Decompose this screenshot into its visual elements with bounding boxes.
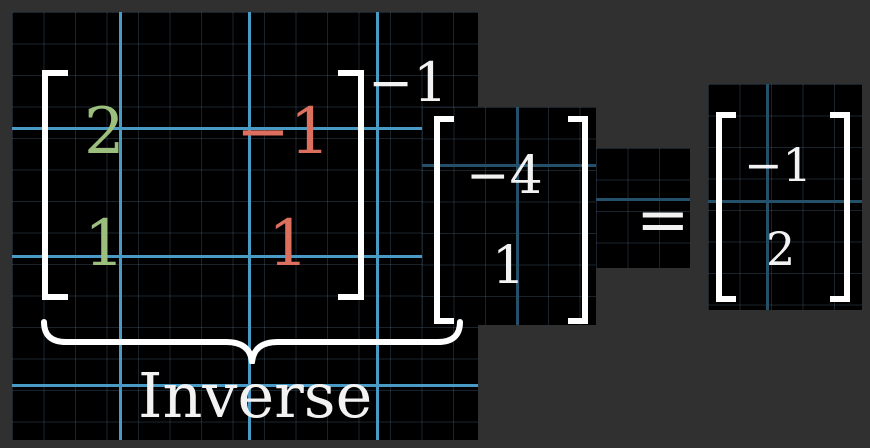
result-vector-left-bracket (716, 112, 736, 302)
grid-line (12, 255, 478, 258)
grid-line (119, 12, 122, 440)
grid-line (376, 12, 379, 440)
grid-line (596, 198, 690, 201)
matrix-entry-a12: −1 (236, 95, 331, 169)
input-vector-bottom: 1 (492, 236, 526, 296)
input-vector-left-bracket (434, 116, 454, 324)
result-vector-right-bracket (830, 112, 850, 302)
grid-line (422, 164, 596, 167)
result-vector-panel (708, 84, 862, 310)
grid-line (12, 384, 478, 387)
grid-line (248, 12, 251, 440)
grid-line (12, 127, 478, 130)
inverse-label: Inverse (138, 359, 373, 432)
matrix-entry-a22: 1 (268, 207, 309, 281)
grid-line (516, 107, 519, 325)
inverse-exponent: −1 (368, 51, 448, 114)
matrix-right-bracket (338, 70, 364, 300)
curly-brace-icon (41, 319, 463, 364)
result-vector-bottom: 2 (766, 222, 796, 276)
input-vector-top: −4 (466, 146, 543, 206)
matrix-left-bracket (42, 70, 68, 300)
matrix-entry-a21: 1 (84, 207, 125, 281)
input-vector-right-bracket (568, 116, 588, 324)
matrix-panel (12, 12, 478, 440)
result-vector-top: −1 (744, 138, 812, 192)
grid-line (708, 200, 862, 203)
input-vector-panel (422, 107, 596, 325)
equals-panel (596, 148, 690, 268)
matrix-entry-a11: 2 (84, 95, 125, 169)
equals-sign: = (636, 183, 690, 257)
grid-line (766, 84, 769, 310)
